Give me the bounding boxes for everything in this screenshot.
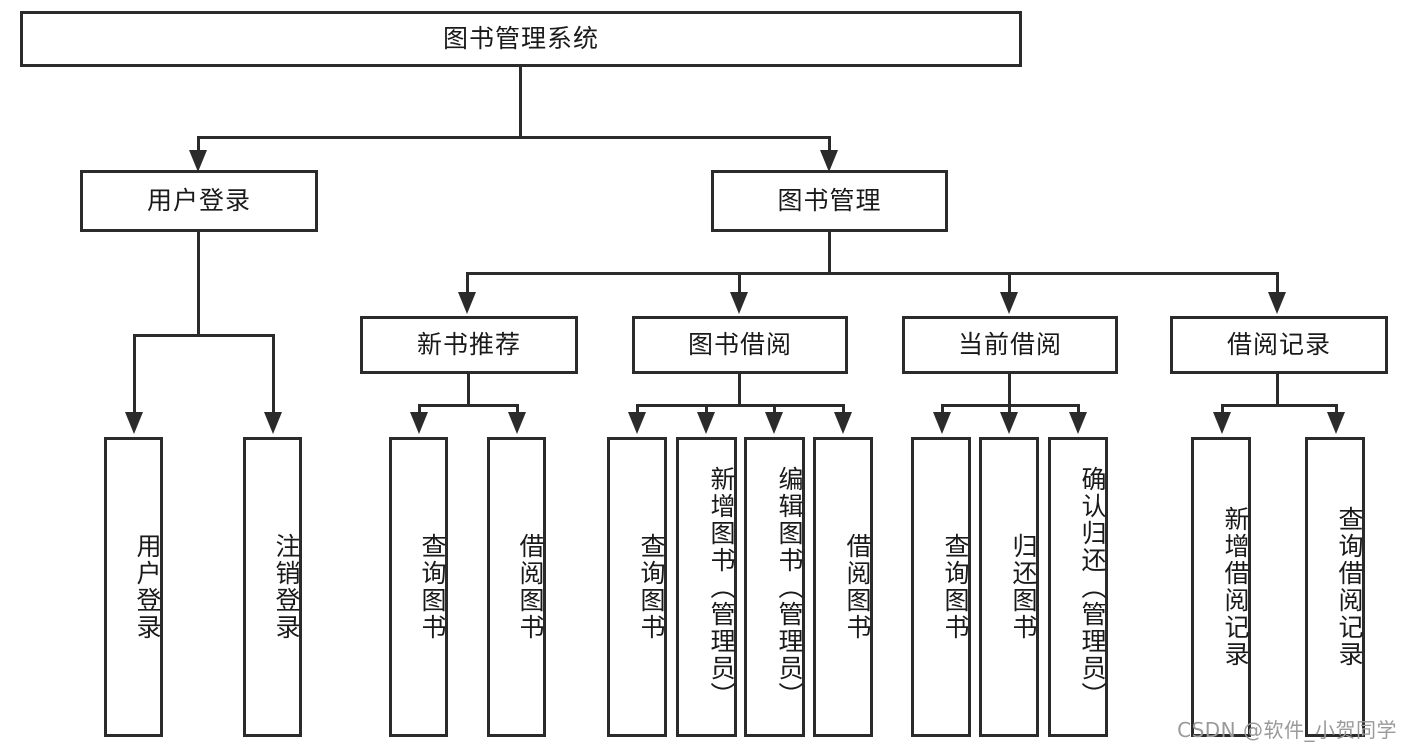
- arrowhead-current-borrow-child-3: [1069, 412, 1087, 434]
- arrowhead-user-login-child-2: [264, 412, 282, 434]
- connector-bm-drop-new-book: [466, 272, 469, 298]
- arrowhead-user-login-child-1: [125, 412, 143, 434]
- leaf-current-borrow-confirm-return-admin[interactable]: 确认归还（管理员）: [1048, 437, 1108, 737]
- node-label: 查询借阅记录: [1335, 506, 1364, 668]
- connector-root-to-user-login: [197, 136, 200, 158]
- node-borrow-record[interactable]: 借阅记录: [1170, 316, 1388, 374]
- node-label: 新增图书（管理员）: [707, 465, 736, 709]
- node-label: 查询图书: [637, 533, 666, 641]
- leaf-book-borrow-query-book[interactable]: 查询图书: [607, 437, 667, 737]
- leaf-borrow-record-query-record[interactable]: 查询借阅记录: [1305, 437, 1365, 737]
- node-book-borrow[interactable]: 图书借阅: [632, 316, 848, 374]
- node-label: 新增借阅记录: [1221, 506, 1250, 668]
- arrowhead-new-book-child-2: [508, 412, 526, 434]
- node-label: 当前借阅: [957, 330, 1062, 360]
- leaf-current-borrow-return-book[interactable]: 归还图书: [979, 437, 1039, 737]
- arrowhead-book-borrow-child-2: [697, 412, 715, 434]
- arrowhead-borrow-record-child-1: [1213, 412, 1231, 434]
- connector-root-stem: [519, 67, 522, 138]
- leaf-user-login-signout[interactable]: 注销登录: [243, 437, 302, 737]
- node-label: 借阅图书: [843, 533, 872, 641]
- arrowhead-bm-book-borrow: [730, 292, 748, 314]
- connector-root-to-book-management: [828, 136, 831, 158]
- node-current-borrow[interactable]: 当前借阅: [902, 316, 1118, 374]
- node-label: 用户登录: [133, 533, 162, 641]
- arrowhead-bm-current-borrow: [1000, 292, 1018, 314]
- connector-borrow-record-bus: [1221, 404, 1338, 407]
- node-label: 借阅图书: [516, 533, 545, 641]
- connector-book-management-bus: [466, 272, 1278, 275]
- connector-book-borrow-stem: [738, 374, 741, 406]
- node-root-library-management-system[interactable]: 图书管理系统: [20, 11, 1022, 67]
- node-label: 借阅记录: [1226, 330, 1331, 360]
- node-label: 新书推荐: [416, 330, 521, 360]
- node-new-book-recommend[interactable]: 新书推荐: [360, 316, 578, 374]
- arrowhead-book-borrow-child-3: [765, 412, 783, 434]
- node-label: 用户登录: [146, 186, 251, 216]
- connector-book-borrow-bus: [636, 404, 845, 407]
- connector-bm-drop-current-borrow: [1008, 272, 1011, 298]
- node-label: 图书管理系统: [442, 24, 599, 54]
- node-label: 查询图书: [941, 533, 970, 641]
- connector-user-login-drop-1: [133, 334, 136, 420]
- arrowhead-book-borrow-child-4: [834, 412, 852, 434]
- connector-user-login-drop-2: [272, 334, 275, 420]
- leaf-new-book-query-book[interactable]: 查询图书: [389, 437, 448, 737]
- node-label: 查询图书: [418, 533, 447, 641]
- arrowhead-bm-borrow-record: [1268, 292, 1286, 314]
- node-label: 图书借阅: [687, 330, 792, 360]
- connector-bm-drop-borrow-record: [1276, 272, 1279, 298]
- leaf-new-book-borrow-book[interactable]: 借阅图书: [487, 437, 546, 737]
- node-label: 确认归还（管理员）: [1078, 465, 1107, 709]
- leaf-book-borrow-add-book-admin[interactable]: 新增图书（管理员）: [676, 437, 737, 737]
- connector-root-bus: [197, 136, 830, 139]
- node-user-login[interactable]: 用户登录: [80, 170, 318, 232]
- leaf-borrow-record-add-record[interactable]: 新增借阅记录: [1191, 437, 1251, 737]
- leaf-book-borrow-borrow-book[interactable]: 借阅图书: [813, 437, 873, 737]
- leaf-user-login-signin[interactable]: 用户登录: [104, 437, 163, 737]
- arrowhead-borrow-record-child-2: [1327, 412, 1345, 434]
- node-label: 注销登录: [272, 533, 301, 641]
- leaf-current-borrow-query-book[interactable]: 查询图书: [911, 437, 971, 737]
- connector-new-book-stem: [467, 374, 470, 406]
- node-book-management[interactable]: 图书管理: [711, 170, 948, 232]
- node-label: 归还图书: [1009, 533, 1038, 641]
- leaf-book-borrow-edit-book-admin[interactable]: 编辑图书（管理员）: [744, 437, 805, 737]
- arrowhead-current-borrow-child-1: [933, 412, 951, 434]
- arrowhead-root-to-book-management: [820, 150, 838, 172]
- csdn-watermark: CSDN @软件_小贺同学: [1177, 718, 1397, 742]
- arrowhead-root-to-user-login: [189, 150, 207, 172]
- arrowhead-current-borrow-child-2: [1000, 412, 1018, 434]
- connector-user-login-bus: [133, 334, 275, 337]
- arrowhead-book-borrow-child-1: [628, 412, 646, 434]
- node-label: 图书管理: [777, 186, 882, 216]
- connector-book-management-stem: [828, 232, 831, 274]
- connector-user-login-stem: [197, 232, 200, 336]
- connector-borrow-record-stem: [1276, 374, 1279, 406]
- connector-bm-drop-book-borrow: [738, 272, 741, 298]
- connector-current-borrow-stem: [1008, 374, 1011, 406]
- node-label: 编辑图书（管理员）: [775, 465, 804, 709]
- arrowhead-new-book-child-1: [410, 412, 428, 434]
- arrowhead-bm-new-book-recommend: [458, 292, 476, 314]
- connector-new-book-bus: [418, 404, 519, 407]
